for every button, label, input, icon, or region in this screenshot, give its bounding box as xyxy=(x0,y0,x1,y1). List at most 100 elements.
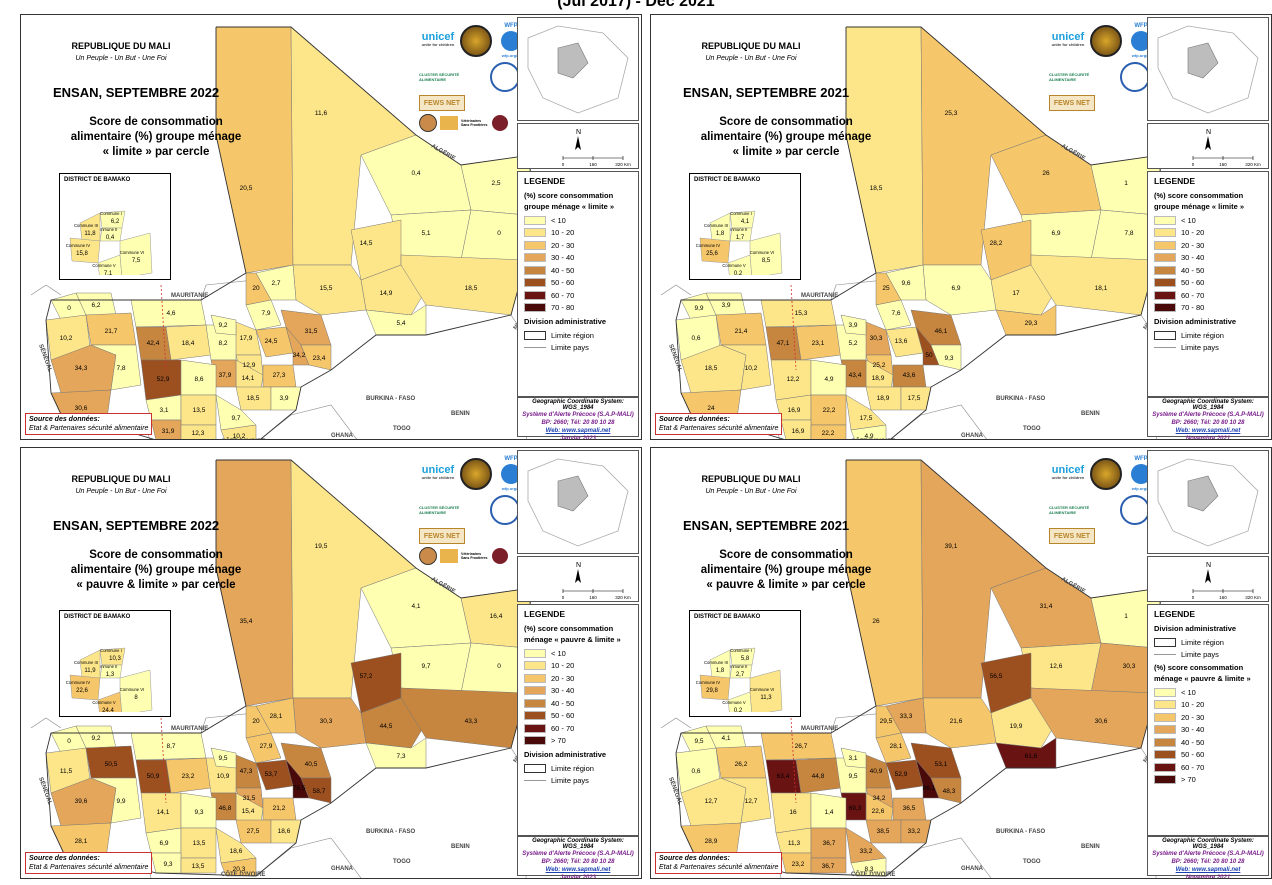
country-label-togo: TOGO xyxy=(1023,426,1041,432)
scale-tick-label: 160 xyxy=(589,162,597,167)
legend-swatch xyxy=(524,648,546,658)
value-label-nara: 26,7 xyxy=(795,743,808,750)
commune-value: 15,8 xyxy=(76,251,88,257)
legend-class-label: 30 - 40 xyxy=(551,253,575,263)
value-label-keniba: 28,9 xyxy=(705,838,718,845)
value-label-dire: 2,7 xyxy=(271,280,280,287)
fews-net-logo: FEWS NET xyxy=(1049,95,1095,111)
legend-country-row: Limite pays xyxy=(524,776,638,787)
value-label-kita: 12,7 xyxy=(745,798,758,805)
legend-region-label: Limite région xyxy=(551,330,594,340)
sap-web-link[interactable]: Web: www.sapmali.net xyxy=(545,867,611,873)
value-label-kayes: 0,6 xyxy=(691,335,700,342)
commune-name: Commune VI xyxy=(120,687,144,692)
value-label-tenenkou: 40,9 xyxy=(870,768,883,775)
coordinate-system: Geographic Coordinate System: WGS_1984 xyxy=(532,838,624,850)
scale-tick-label: 160 xyxy=(1219,162,1227,167)
cercle-kita xyxy=(720,344,772,391)
value-label-gao: 44,5 xyxy=(380,723,393,730)
commune-value: 24,4 xyxy=(102,708,114,712)
legend-class-label: 60 - 70 xyxy=(551,290,575,300)
value-label-kita: 7,8 xyxy=(116,365,125,372)
value-label-douentza: 46,1 xyxy=(935,328,948,335)
value-label-banamba: 47,1 xyxy=(777,340,790,347)
food-security-cluster-logo: CLUSTER SÉCURITÉ ALIMENTAIRE xyxy=(419,505,460,515)
map-date: Novembre 2021 xyxy=(1185,436,1231,440)
value-label-tessalit: 0,4 xyxy=(411,170,420,177)
legend-division-title: Division administrative xyxy=(1154,624,1237,633)
legend-swatch xyxy=(524,215,546,225)
sap-web-link[interactable]: Web: www.sapmali.net xyxy=(545,428,611,434)
locator-map xyxy=(1147,450,1269,554)
commune-value: 7,5 xyxy=(132,258,141,264)
value-label-bourem: 56,5 xyxy=(990,673,1003,680)
value-label-bla: 43,4 xyxy=(849,372,862,379)
survey-title: ENSAN, SEPTEMBRE 2021 xyxy=(683,85,850,100)
sap-web-link[interactable]: Web: www.sapmali.net xyxy=(1175,428,1241,434)
legend-class-label: > 70 xyxy=(1181,775,1196,785)
commune-value: 0,4 xyxy=(106,235,115,241)
sap-line-2: BP: 2660; Tél: 20 80 10 28 xyxy=(1171,859,1245,865)
country-line-swatch xyxy=(1154,654,1176,656)
legend-subtitle-line: (%) score consommation xyxy=(524,624,614,633)
legend-swatch xyxy=(1154,775,1176,785)
unicef-tagline: unite for children xyxy=(1051,42,1085,47)
commune-name: Commune II xyxy=(95,227,118,232)
legend-class-label: 50 - 60 xyxy=(551,278,575,288)
inset-title: DISTRICT DE BAMAKO xyxy=(64,614,131,620)
value-label-keniba: 30,6 xyxy=(75,405,88,412)
value-label-banamba: 63,4 xyxy=(777,773,790,780)
legend-class-label: 40 - 50 xyxy=(551,265,575,275)
map-date: Janvier 2023 xyxy=(559,875,597,879)
fao-logo-icon xyxy=(1120,495,1150,525)
scale-tick-label: 0 xyxy=(562,162,565,167)
scale-tick-label: 0 xyxy=(1192,162,1195,167)
cercle-kita xyxy=(90,777,142,824)
legend-class: 30 - 40 xyxy=(524,253,638,264)
value-label-douentza: 53,1 xyxy=(935,761,948,768)
source-text: Etat & Partenaires sécurité alimentaire xyxy=(29,864,149,871)
vsf-logo-text: Vétérinaires Sans Frontières xyxy=(461,552,488,560)
value-label-macina: 3,9 xyxy=(848,322,857,329)
cercle-macina xyxy=(210,747,237,769)
sap-line-1: Système d'Alerte Précoce (S.A.P-MALI) xyxy=(1152,412,1264,418)
value-label-kayes: 10,2 xyxy=(60,335,73,342)
map-title-line: « limite » par cercle xyxy=(102,146,210,158)
legend-class: 10 - 20 xyxy=(524,661,638,672)
value-label-gourma: 21,6 xyxy=(950,718,963,725)
value-label-yanfolila: 23,2 xyxy=(792,861,805,868)
value-label-abeibara: 1 xyxy=(1124,180,1128,187)
sap-web-link[interactable]: Web: www.sapmali.net xyxy=(1175,867,1241,873)
value-label-segou: 5,2 xyxy=(848,340,857,347)
value-label-bla: 37,9 xyxy=(219,372,232,379)
value-label-kati: 16 xyxy=(789,809,797,816)
value-label-tenenkou: 47,3 xyxy=(240,768,253,775)
scale-tick-label: 0 xyxy=(562,595,565,600)
country-label-mauritanie: MAURITANIE xyxy=(801,726,838,732)
value-label-kita: 10,2 xyxy=(745,365,758,372)
cercle-kita xyxy=(90,344,142,391)
vsf-logo-text: Vétérinaires Sans Frontières xyxy=(461,119,488,127)
value-label-koro: 23,4 xyxy=(313,355,326,362)
legend-swatch xyxy=(1154,265,1176,275)
value-label-keniba: 28,1 xyxy=(75,838,88,845)
country-label-ghana: GHANA xyxy=(331,433,354,439)
commune-value: 1,8 xyxy=(716,668,725,674)
value-label-djenne: 34,2 xyxy=(873,795,886,802)
